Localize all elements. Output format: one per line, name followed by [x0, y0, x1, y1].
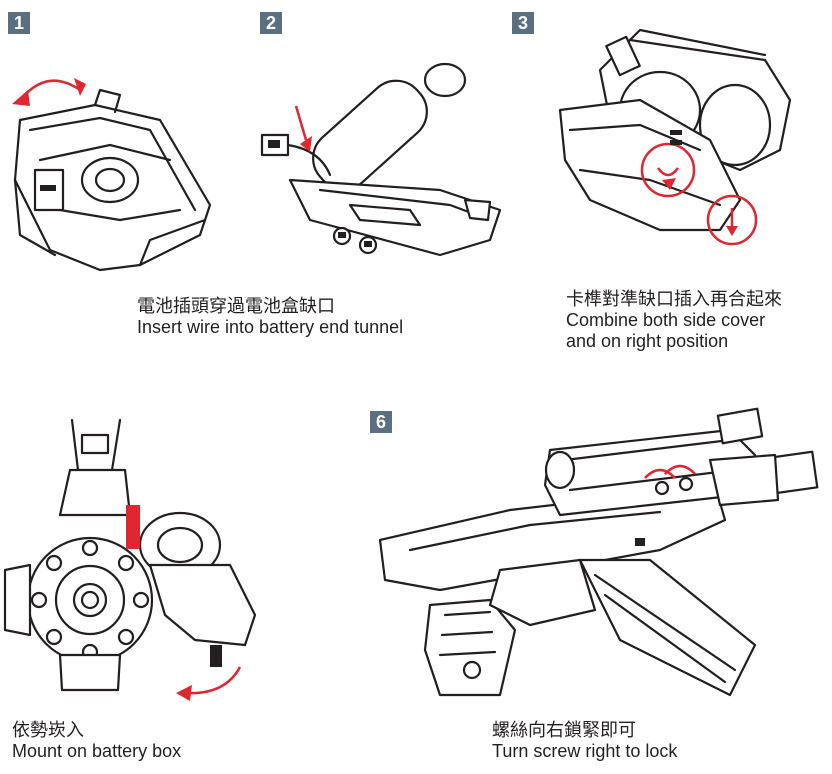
step-6-caption-en: Turn screw right to lock: [492, 741, 678, 761]
step-2-badge: 2: [260, 12, 282, 34]
step-3-caption-en-1: Combine both side cover: [566, 310, 766, 330]
step-2-caption-zh: 電池插頭穿過電池盒缺口: [137, 296, 335, 317]
step-6-caption-zh: 螺絲向右鎖緊即可: [492, 720, 636, 741]
step-2-illustration: [260, 62, 502, 257]
step-6-illustration: [378, 407, 819, 697]
step-3-caption-zh: 卡榫對準缺口插入再合起來: [566, 289, 782, 310]
step-6-caption: 螺絲向右鎖緊即可 Turn screw right to lock: [492, 720, 677, 762]
step-3-caption-en-2: and on right position: [566, 331, 729, 351]
step-5-illustration: [3, 418, 257, 701]
step-1-illustration: [12, 78, 212, 272]
step-2-caption: 電池插頭穿過電池盒缺口 Insert wire into battery end…: [137, 296, 403, 338]
step-3-illustration: [558, 28, 792, 246]
step-3-badge: 3: [512, 12, 534, 34]
step-6-badge: 6: [370, 411, 392, 433]
latch-highlight-circle: [706, 194, 758, 246]
insert-arrow-icon: [294, 105, 308, 141]
step-2-caption-en: Insert wire into battery end tunnel: [137, 317, 404, 337]
step-5-caption: 依勢崁入 Mount on battery box: [12, 720, 181, 762]
red-slot-marker: [126, 505, 140, 549]
step-5-caption-zh: 依勢崁入: [12, 720, 84, 741]
rotate-arrow-icon: [185, 666, 242, 695]
screw-arrow-icon: [644, 468, 676, 479]
step-1-badge: 1: [8, 12, 30, 34]
step-3-caption: 卡榫對準缺口插入再合起來 Combine both side cover and…: [566, 289, 782, 352]
notch-highlight-circle: [640, 142, 696, 198]
rotate-arrow-icon: [21, 79, 81, 99]
step-5-caption-en: Mount on battery box: [12, 741, 182, 761]
